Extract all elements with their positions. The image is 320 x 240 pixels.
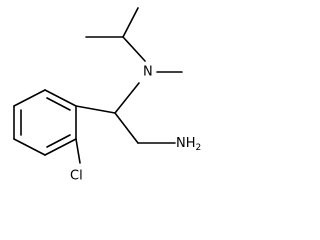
atom-label-amine: NH2: [176, 136, 201, 153]
atom-label-amine-main: NH: [176, 136, 196, 151]
ring-bond-c4-c5: [13, 138, 46, 156]
ring-inner-bond-top: [46, 97, 71, 111]
bond-chiral-carbon-to-nitrogen: [114, 82, 140, 114]
ring-bond-c5-c6: [44, 138, 77, 156]
atom-label-amine-subscript: 2: [196, 143, 202, 153]
ring-bond-c2-c3: [13, 89, 46, 107]
atom-label-nitrogen: N: [143, 65, 153, 80]
ring-inner-bond-bottom: [46, 134, 71, 148]
bond-ring-to-chlorine: [75, 138, 81, 164]
bond-isopropyl-upper-methyl: [122, 7, 139, 38]
atom-label-chlorine: Cl: [70, 169, 83, 184]
canvas-background: [0, 0, 206, 185]
bond-nitrogen-to-isopropyl-carbon: [122, 36, 146, 62]
bond-chiral-carbon-to-methylene: [114, 112, 139, 144]
molecule-diagram: N Cl NH2: [0, 0, 206, 185]
bond-ring-to-chiral-carbon: [75, 105, 116, 114]
ring-bond-c1-c2: [44, 89, 77, 107]
